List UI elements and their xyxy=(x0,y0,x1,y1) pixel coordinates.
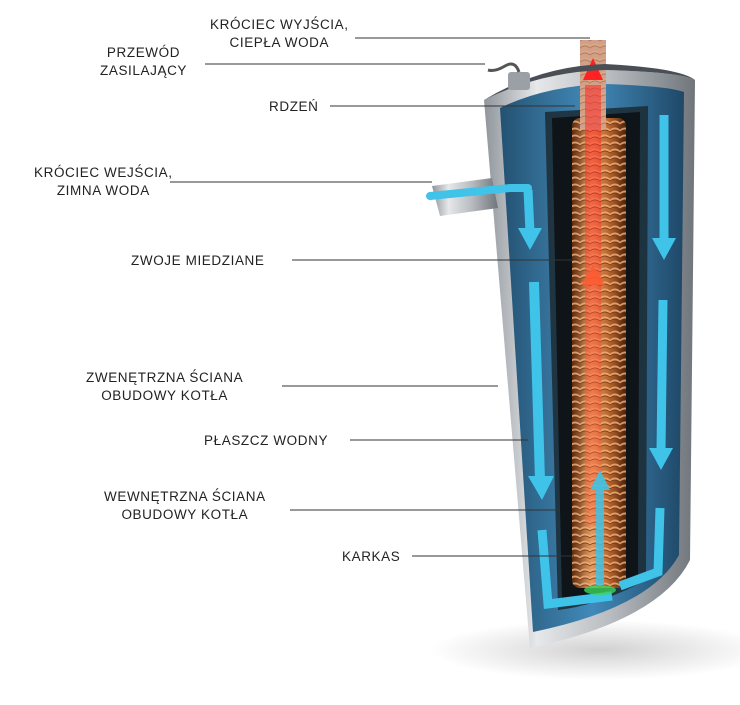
inlet-water-flow xyxy=(426,184,532,200)
label-outlet: KRÓCIEC WYJŚCIA, CIEPŁA WODA xyxy=(210,17,349,50)
hot-arrow-mid-icon xyxy=(581,265,605,285)
label-outer-wall: ZWENĘTRZNA ŚCIANA OBUDOWY KOTŁA xyxy=(86,370,244,403)
label-inlet: KRÓCIEC WEJŚCIA, ZIMNA WODA xyxy=(34,165,173,198)
flow-arrow-down-icon xyxy=(518,228,542,250)
label-water-jacket: PŁASZCZ WODNY xyxy=(204,433,329,448)
floor-shadow xyxy=(430,620,740,680)
power-cable xyxy=(487,62,521,73)
cable-connector xyxy=(508,72,530,90)
leader-lines xyxy=(170,37,590,557)
label-core: RDZEŃ xyxy=(269,99,319,114)
flow-arrow-up-icon xyxy=(590,470,610,490)
label-power-cable: PRZEWÓD ZASILAJĄCY xyxy=(100,45,188,78)
label-copper-coils: ZWOJE MIEDZIANE xyxy=(131,253,265,268)
label-inner-wall: WEWNĘTRZNA ŚCIANA OBUDOWY KOTŁA xyxy=(104,489,266,522)
hot-water-column xyxy=(585,85,601,525)
label-frame: KARKAS xyxy=(342,549,401,564)
